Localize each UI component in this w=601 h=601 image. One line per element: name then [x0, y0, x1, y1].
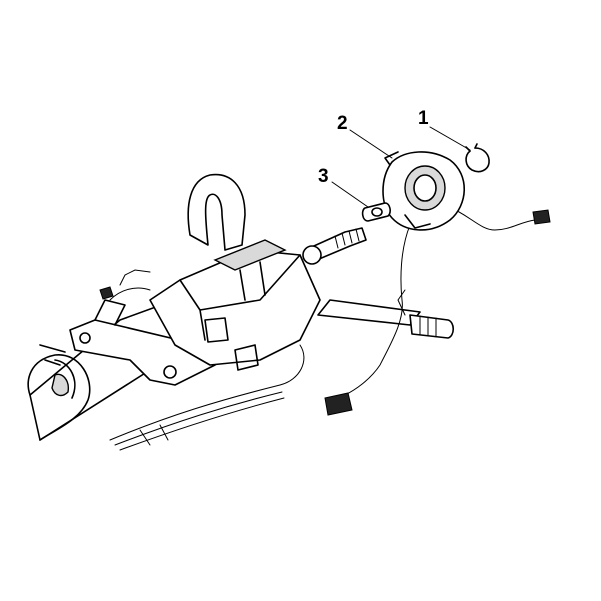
- callout-2: 2: [337, 113, 348, 134]
- clock-spring-wire: [324, 204, 551, 416]
- steering-shaft: [302, 227, 367, 265]
- mounting-bracket: [39, 299, 246, 386]
- callout-1: 1: [418, 108, 429, 129]
- washer: [361, 202, 391, 222]
- callout-leaders: [331, 126, 471, 208]
- clock-spring: [382, 151, 465, 231]
- tilt-lever: [187, 173, 246, 251]
- retaining-ring: [465, 143, 490, 173]
- wiring-harness: [99, 269, 305, 451]
- callout-3: 3: [318, 166, 329, 187]
- column-housing: [149, 239, 321, 371]
- turn-signal-stalk: [317, 289, 455, 339]
